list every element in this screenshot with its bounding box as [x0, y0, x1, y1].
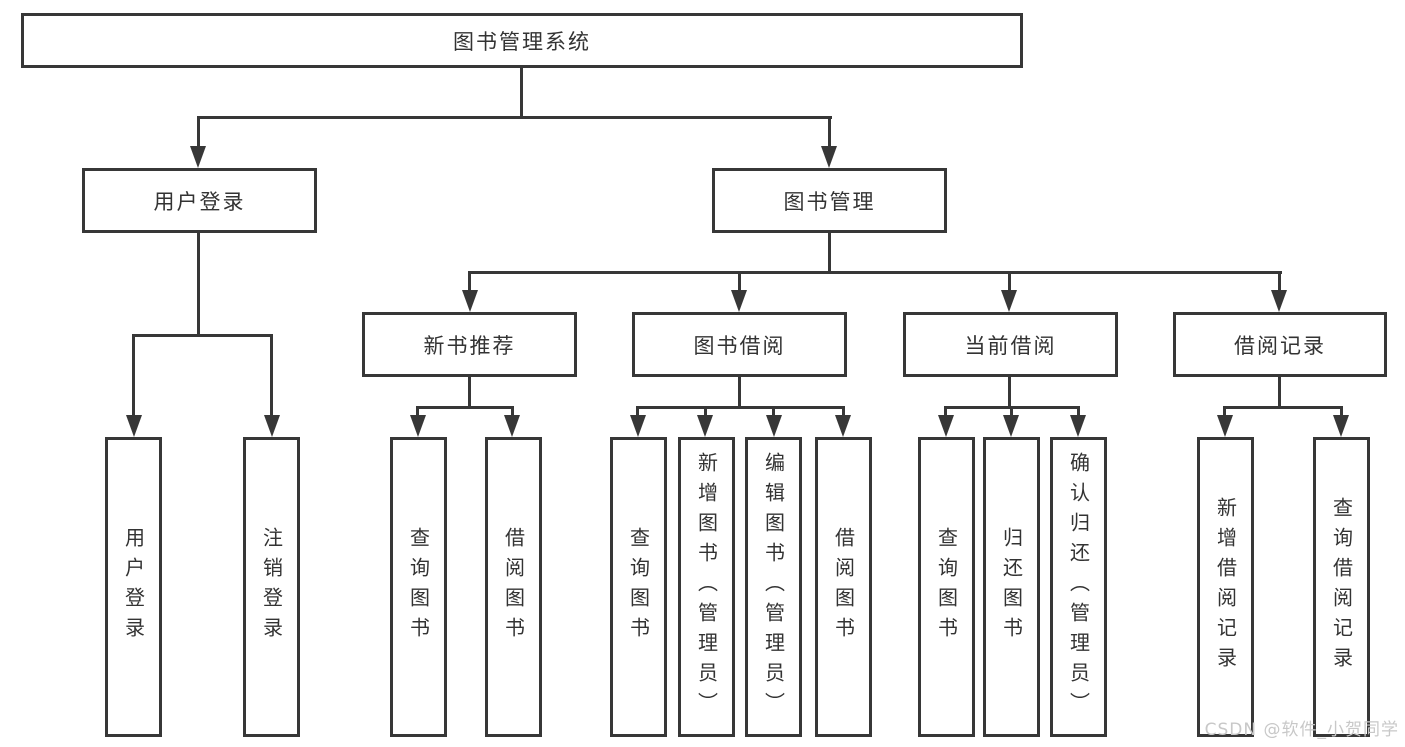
- node-book-management: 图书管理: [712, 168, 947, 233]
- leaf-return-books: 归还图书: [983, 437, 1040, 737]
- connector-line: [772, 406, 775, 418]
- connector-arrow: [1070, 415, 1086, 437]
- connector-line: [416, 406, 419, 418]
- connector-arrow: [462, 290, 478, 312]
- connector-arrow: [697, 415, 713, 437]
- connector-line: [1223, 406, 1343, 409]
- leaf-query-books-current: 查询图书: [918, 437, 975, 737]
- connector-line: [636, 406, 639, 418]
- connector-arrow: [410, 415, 426, 437]
- connector-line: [270, 334, 273, 417]
- connector-line: [468, 377, 471, 408]
- connector-arrow: [731, 290, 747, 312]
- connector-arrow: [1001, 290, 1017, 312]
- connector-line: [828, 116, 831, 149]
- connector-arrow: [835, 415, 851, 437]
- connector-line: [738, 271, 741, 293]
- node-root: 图书管理系统: [21, 13, 1023, 68]
- connector-line: [1223, 406, 1226, 418]
- leaf-edit-books-admin: 编辑图书（管理员）: [745, 437, 802, 737]
- connector-line: [944, 406, 947, 418]
- connector-line: [132, 334, 135, 417]
- leaf-add-borrow-record: 新增借阅记录: [1197, 437, 1254, 737]
- node-current-borrowing: 当前借阅: [903, 312, 1118, 377]
- connector-line: [636, 406, 845, 409]
- leaf-query-books-borrowing: 查询图书: [610, 437, 667, 737]
- connector-line: [704, 406, 707, 418]
- leaf-user-login: 用户登录: [105, 437, 162, 737]
- connector-line: [1340, 406, 1343, 418]
- connector-arrow: [126, 415, 142, 437]
- connector-line: [738, 377, 741, 408]
- connector-arrow: [1333, 415, 1349, 437]
- connector-line: [197, 233, 200, 336]
- connector-line: [842, 406, 845, 418]
- leaf-confirm-return-admin: 确认归还（管理员）: [1050, 437, 1107, 737]
- node-new-book-recommendation: 新书推荐: [362, 312, 577, 377]
- node-user-login: 用户登录: [82, 168, 317, 233]
- connector-line: [1010, 406, 1013, 418]
- leaf-logout-login: 注销登录: [243, 437, 300, 737]
- node-borrowing-records: 借阅记录: [1173, 312, 1387, 377]
- connector-line: [828, 233, 831, 273]
- connector-line: [132, 334, 273, 337]
- node-book-borrowing: 图书借阅: [632, 312, 847, 377]
- leaf-borrow-books-recommend: 借阅图书: [485, 437, 542, 737]
- connector-line: [511, 406, 514, 418]
- connector-arrow: [1271, 290, 1287, 312]
- connector-line: [197, 116, 832, 119]
- connector-line: [468, 271, 1282, 274]
- connector-line: [197, 116, 200, 149]
- connector-arrow: [264, 415, 280, 437]
- connector-arrow: [504, 415, 520, 437]
- connector-line: [1278, 377, 1281, 408]
- leaf-query-books-recommend: 查询图书: [390, 437, 447, 737]
- watermark: CSDN @软件_小贺同学: [1204, 720, 1399, 740]
- connector-arrow: [1217, 415, 1233, 437]
- connector-arrow: [630, 415, 646, 437]
- connector-arrow: [938, 415, 954, 437]
- leaf-add-books-admin: 新增图书（管理员）: [678, 437, 735, 737]
- connector-arrow: [190, 146, 206, 168]
- leaf-borrow-books-borrowing: 借阅图书: [815, 437, 872, 737]
- connector-line: [468, 271, 471, 293]
- connector-line: [1278, 271, 1281, 293]
- connector-arrow: [766, 415, 782, 437]
- connector-line: [1008, 377, 1011, 408]
- connector-line: [1008, 271, 1011, 293]
- connector-line: [520, 68, 523, 117]
- connector-arrow: [821, 146, 837, 168]
- connector-arrow: [1003, 415, 1019, 437]
- connector-line: [416, 406, 514, 409]
- leaf-query-borrow-record: 查询借阅记录: [1313, 437, 1370, 737]
- connector-line: [1077, 406, 1080, 418]
